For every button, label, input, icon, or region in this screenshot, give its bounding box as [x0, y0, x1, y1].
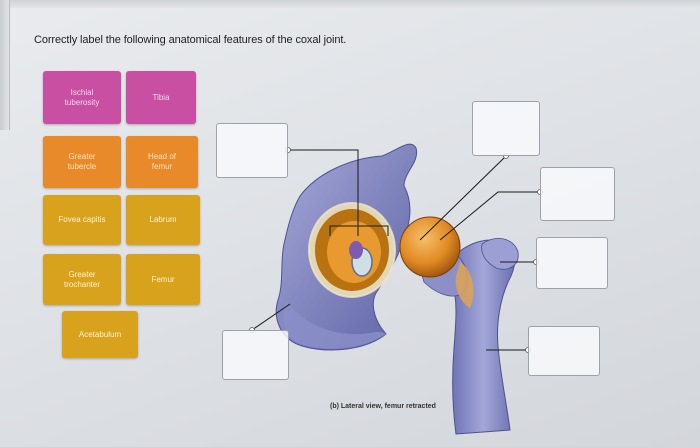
label-ischial-tuberosity[interactable]: Ischial tuberosity [43, 71, 121, 124]
window-left-edge [0, 0, 10, 130]
label-greater-trochanter[interactable]: Greater trochanter [43, 254, 121, 305]
label-femur[interactable]: Femur [126, 254, 200, 305]
drop-target-5[interactable] [222, 330, 289, 380]
ischial-region [283, 300, 386, 349]
figure-caption: (b) Lateral view, femur retracted [330, 403, 436, 410]
leader-lines [251, 149, 540, 351]
greater-trochanter-shape [481, 238, 519, 270]
label-greater-trochanter-text: Greater trochanter [63, 269, 101, 289]
label-head-of-femur-text: Head of femur [147, 152, 177, 171]
label-greater-tubercle-text: Greater tubercle [67, 152, 97, 171]
label-tibia[interactable]: Tibia [126, 71, 196, 124]
label-greater-tubercle[interactable]: Greater tubercle [43, 136, 121, 188]
ligament-fibres [455, 262, 474, 308]
label-ischial-tuberosity-text: Ischial tuberosity [64, 87, 100, 107]
fovea-region [349, 241, 363, 259]
label-acetabulum-text: Acetabulum [78, 329, 122, 339]
label-labrum[interactable]: Labrum [126, 195, 200, 245]
question-instruction: Correctly label the following anatomical… [34, 34, 347, 46]
label-femur-text: Femur [151, 274, 175, 284]
drop-target-4[interactable] [536, 237, 608, 289]
label-head-of-femur[interactable]: Head of femur [126, 136, 198, 188]
drop-target-3[interactable] [540, 167, 615, 221]
drop-target-1[interactable] [216, 123, 288, 178]
drop-target-6[interactable] [528, 326, 600, 376]
label-acetabulum[interactable]: Acetabulum [62, 311, 138, 358]
drop-target-2[interactable] [472, 101, 540, 156]
label-tibia-text: Tibia [152, 92, 170, 102]
window-top-edge [0, 0, 700, 8]
label-labrum-text: Labrum [149, 215, 177, 225]
label-fovea-capitis-text: Fovea capitis [58, 215, 106, 225]
labrum-shape [308, 202, 396, 298]
label-fovea-capitis[interactable]: Fovea capitis [43, 195, 121, 245]
head-of-femur-shape [399, 216, 461, 278]
